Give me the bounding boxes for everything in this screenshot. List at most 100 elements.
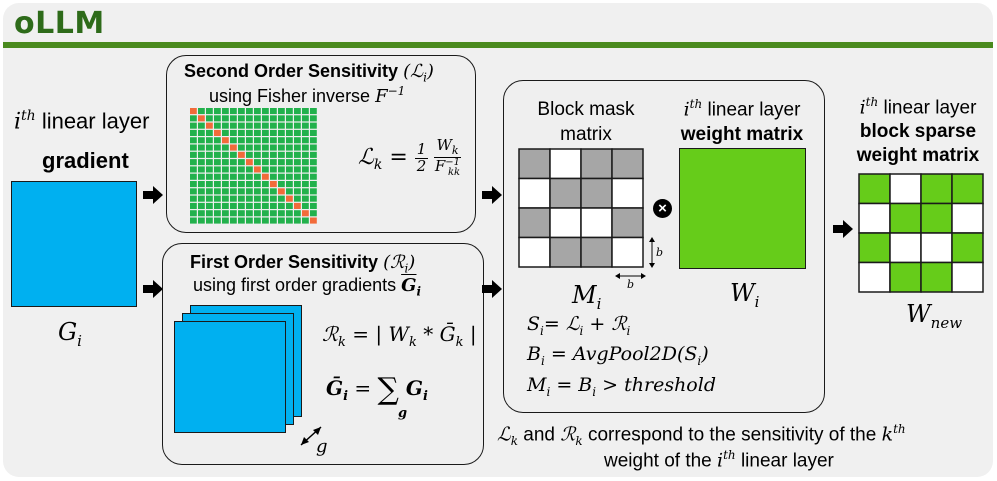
fisher-cell [238, 210, 245, 217]
fisher-cell [222, 144, 229, 151]
fisher-cell [286, 210, 293, 217]
fisher-cell [302, 137, 309, 144]
fisher-cell [302, 115, 309, 122]
fisher-cell [238, 217, 245, 224]
fisher-cell [286, 166, 293, 173]
fisher-cell [198, 159, 205, 166]
fisher-cell [246, 202, 253, 209]
fisher-cell [214, 144, 221, 151]
fisher-cell [230, 210, 237, 217]
fisher-cell [254, 151, 261, 158]
fisher-cell [262, 151, 269, 158]
fisher-cell [230, 137, 237, 144]
fisher-cell [206, 188, 213, 195]
fisher-cell [270, 217, 277, 224]
fisher-cell [214, 217, 221, 224]
mask-block-cell [611, 236, 644, 268]
fisher-cell [294, 108, 301, 115]
mask-block-cell [549, 148, 582, 180]
fisher-cell [254, 188, 261, 195]
fisher-diagonal-cell [206, 122, 213, 129]
fisher-diagonal-cell [286, 195, 293, 202]
footnote-line2: weight of the ith linear layer [604, 448, 834, 472]
fisher-cell [278, 137, 285, 144]
mask-symbol: Mi [572, 281, 602, 313]
stack-depth-label: g [316, 436, 328, 457]
fisher-cell [294, 129, 301, 136]
fisher-cell [246, 137, 253, 144]
fisher-cell [294, 217, 301, 224]
fisher-cell [238, 188, 245, 195]
fisher-cell [246, 217, 253, 224]
fisher-cell [262, 195, 269, 202]
fisher-cell [222, 173, 229, 180]
fisher-cell [310, 137, 317, 144]
fisher-diagonal-cell [310, 217, 317, 224]
sparse-block-cell [858, 173, 891, 205]
fisher-cell [294, 166, 301, 173]
arrow-to-first-order [143, 280, 163, 298]
fisher-cell [198, 202, 205, 209]
fisher-cell [270, 202, 277, 209]
fisher-cell [286, 144, 293, 151]
fisher-cell [254, 115, 261, 122]
fisher-cell [246, 144, 253, 151]
fisher-cell [302, 195, 309, 202]
fisher-cell [198, 210, 205, 217]
fisher-cell [262, 188, 269, 195]
fisher-cell [270, 210, 277, 217]
mask-heading-line2: matrix [560, 124, 612, 145]
fisher-cell [278, 173, 285, 180]
mask-block-cell [580, 236, 613, 268]
fisher-cell [302, 144, 309, 151]
sparse-block-cell [889, 232, 922, 264]
fisher-diagonal-cell [254, 166, 261, 173]
fisher-cell [190, 217, 197, 224]
fisher-cell [286, 181, 293, 188]
sparse-block-cell [920, 232, 953, 264]
fisher-cell [190, 166, 197, 173]
fisher-cell [238, 202, 245, 209]
fisher-cell [262, 217, 269, 224]
fisher-cell [310, 129, 317, 136]
fisher-cell [238, 181, 245, 188]
fisher-cell [302, 181, 309, 188]
fisher-cell [310, 151, 317, 158]
fisher-cell [246, 115, 253, 122]
mask-block-cell [549, 177, 582, 209]
fisher-cell [270, 195, 277, 202]
fisher-cell [222, 195, 229, 202]
fisher-cell [206, 217, 213, 224]
fisher-cell [198, 188, 205, 195]
fisher-diagonal-cell [238, 151, 245, 158]
fisher-cell [214, 115, 221, 122]
fisher-cell [206, 115, 213, 122]
fisher-cell [270, 137, 277, 144]
fisher-cell [214, 166, 221, 173]
fisher-cell [230, 108, 237, 115]
fisher-cell [270, 122, 277, 129]
fisher-cell [294, 144, 301, 151]
fisher-cell [254, 217, 261, 224]
fisher-cell [286, 159, 293, 166]
fisher-cell [214, 137, 221, 144]
equation-score: Si= ℒi + ℛi [527, 313, 631, 338]
fisher-cell [262, 108, 269, 115]
fisher-cell [286, 151, 293, 158]
fisher-cell [302, 166, 309, 173]
mask-block-cell [580, 177, 613, 209]
result-symbol: Wnew [906, 300, 963, 332]
fisher-cell [310, 108, 317, 115]
fisher-cell [190, 144, 197, 151]
gradient-stack-front [174, 321, 286, 433]
mask-block-cell [549, 207, 582, 239]
fisher-cell [294, 188, 301, 195]
sparse-block-cell [951, 232, 984, 264]
fisher-cell [254, 173, 261, 180]
fisher-cell [238, 195, 245, 202]
fisher-cell [222, 108, 229, 115]
fisher-cell [198, 108, 205, 115]
fisher-cell [190, 210, 197, 217]
fisher-cell [310, 159, 317, 166]
